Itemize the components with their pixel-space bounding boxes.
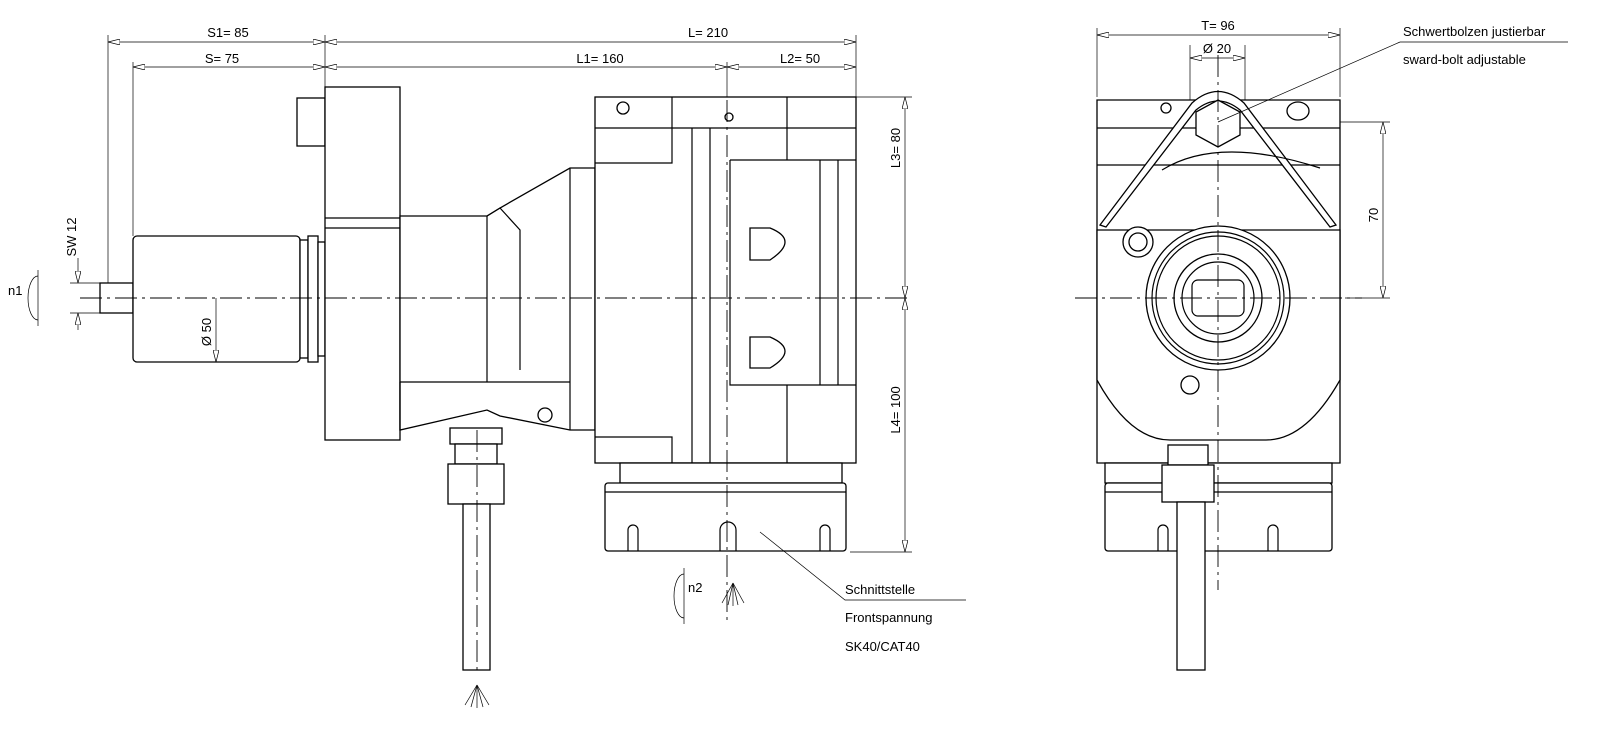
- interface-note-line2: Frontspannung: [845, 610, 932, 625]
- dim-s: S= 75: [205, 51, 239, 66]
- dim-l: L= 210: [688, 25, 728, 40]
- rotation-n1-icon: [27, 270, 39, 326]
- bolt-note-line1: Schwertbolzen justierbar: [1403, 24, 1546, 39]
- bolt-leader: [1217, 41, 1568, 123]
- coolant-fitting: [1161, 464, 1215, 503]
- interface-leader: [759, 531, 966, 601]
- angle-head-body: [399, 167, 596, 431]
- screw-icon: [616, 101, 630, 115]
- hole-icon: [1286, 101, 1310, 121]
- rotation-n1-label: n1: [8, 283, 22, 298]
- groove-ring: [317, 241, 326, 357]
- dim-sw: SW 12: [64, 217, 79, 256]
- tool-head: [594, 96, 857, 464]
- coolant-spray-icon: [464, 684, 490, 708]
- dim-l3: L3= 80: [888, 128, 903, 168]
- dim-diameter: Ø 50: [199, 318, 214, 346]
- dimension-lines: [78, 42, 905, 552]
- side-view: S1= 85 S= 75 L= 210 L1= 160 L2= 50 L3= 8…: [8, 25, 966, 708]
- coolant-fitting: [1167, 444, 1209, 466]
- dim-height: 70: [1366, 208, 1381, 222]
- drive-housing: [132, 235, 301, 363]
- groove-ring: [307, 235, 319, 363]
- collet-nut: [604, 482, 847, 552]
- coolant-pipe: [1176, 501, 1206, 671]
- sword-bolt-bracket: [1098, 90, 1338, 228]
- coolant-pipe: [462, 503, 491, 671]
- rotation-n2-icon: [673, 568, 685, 624]
- drive-key: [749, 227, 786, 261]
- collet-ring: [1104, 462, 1333, 484]
- rotation-n2-label: n2: [688, 580, 702, 595]
- flange-bolt: [296, 97, 326, 147]
- dim-t: T= 96: [1201, 18, 1235, 33]
- dim-l2: L2= 50: [780, 51, 820, 66]
- dim-s1: S1= 85: [207, 25, 249, 40]
- coolant-spray-icon: [721, 582, 745, 606]
- screw-icon: [1180, 375, 1200, 395]
- interface-note-line1: Schnittstelle: [845, 582, 915, 597]
- flange-plate: [324, 86, 401, 441]
- coolant-fitting: [449, 427, 503, 445]
- hole-icon: [724, 112, 734, 122]
- drive-key: [749, 336, 786, 369]
- coolant-fitting: [447, 463, 505, 505]
- collet-ring: [619, 462, 843, 484]
- bolt-note-line2: sward-bolt adjustable: [1403, 52, 1526, 67]
- front-view: T= 96 Ø 20 70 Schwertbolzen justierbar: [1075, 18, 1568, 671]
- interface-note-line3: SK40/CAT40: [845, 639, 920, 654]
- dim-l4: L4= 100: [888, 386, 903, 433]
- dim-l1: L1= 160: [576, 51, 623, 66]
- coolant-fitting: [454, 443, 498, 465]
- dim-bolt-diameter: Ø 20: [1203, 41, 1231, 56]
- screw-icon: [1160, 102, 1172, 114]
- collet-nut: [1104, 482, 1333, 552]
- screw-icon: [537, 407, 553, 423]
- groove-ring: [299, 239, 309, 359]
